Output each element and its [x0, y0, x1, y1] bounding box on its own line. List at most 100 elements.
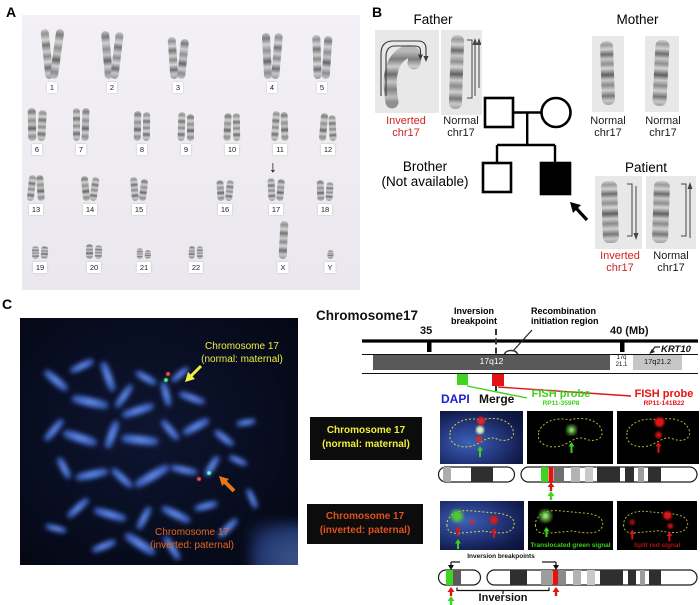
red-arrow-icon: [655, 441, 662, 453]
red-probe-marker: [492, 374, 504, 386]
red-fish-signal: [197, 477, 201, 481]
green-fish-signal: [207, 471, 211, 475]
dapi-chromosome-blob: [158, 380, 174, 408]
karyotype-group-15: 15: [129, 176, 149, 215]
chromosome-4-2: [271, 32, 283, 80]
karyotype-group-X: X: [277, 220, 289, 273]
chromosome-12-2: [328, 114, 337, 142]
chromosome-5-2: [321, 35, 333, 80]
dapi-chromosome-blob: [92, 504, 128, 524]
probe-connector-lines: [466, 385, 632, 399]
karyotype-label-7: 7: [75, 144, 87, 155]
karyotype-group-21: 21: [136, 247, 152, 273]
tick-35: [427, 342, 432, 352]
dapi-chromosome-blob: [41, 416, 67, 444]
chromosome-17-2: [276, 178, 285, 202]
karyotype-group-5: 5: [312, 34, 333, 93]
red-probe-band: [552, 570, 558, 585]
dapi-chromosome-blob: [133, 368, 159, 388]
dapi-chromosome-blob: [102, 418, 122, 450]
chromosome-drawing: [651, 180, 671, 244]
karyotype-label-5: 5: [316, 82, 328, 93]
row2-merge-panel: [440, 501, 524, 550]
karyotype-group-8: 8: [133, 110, 151, 155]
patient-inverted-chr17-image: [595, 176, 642, 249]
orientation-bracket-up-icon: [681, 182, 693, 238]
chromosome-18-2: [325, 181, 334, 202]
krt10-arrow-icon: [649, 346, 660, 354]
dapi-chromosome-blob: [120, 433, 160, 447]
karyotype-group-Y: Y: [324, 249, 336, 273]
dapi-chromosome-blob: [44, 521, 68, 535]
karyotype-group-20: 20: [86, 244, 103, 273]
chromosome-15-1: [129, 176, 140, 202]
chromosome-17-1: [267, 177, 276, 202]
chromosome-11-2: [280, 111, 289, 142]
dapi-chromosome-blob: [90, 537, 118, 555]
chromosome-16-2: [224, 179, 235, 202]
interphase-nucleus-blob: [250, 523, 298, 565]
karyotype-group-6: 6: [27, 107, 47, 155]
chromosome-8-2: [142, 111, 151, 142]
karyotype-group-16: 16: [216, 179, 235, 215]
dapi-chromosome-blob: [193, 499, 219, 513]
karyotype-label-16: 16: [217, 204, 233, 215]
row2-green-panel: Translocated green signal: [528, 501, 613, 550]
chromosome-13-1: [26, 174, 37, 202]
chromosome-5-1: [312, 34, 322, 80]
inversion-bracket: [456, 587, 550, 594]
yellow-arrow-icon: [185, 364, 203, 382]
gene-label-krt10: KRT10: [661, 344, 691, 355]
dapi-chromosome-blob: [61, 427, 99, 449]
mb-scale-axis: [362, 339, 698, 352]
chromosome-18-1: [316, 179, 325, 202]
chromosome-9-1: [177, 111, 186, 142]
chr17-arrow-icon: ↓: [269, 159, 277, 176]
panel-a-label: A: [6, 4, 17, 20]
dapi-chromosome-blob: [108, 465, 136, 491]
karyotype-group-13: 13: [26, 174, 45, 215]
green-fish-signal: [164, 378, 168, 382]
mother-chr17-image-1: [592, 36, 624, 112]
chromosome-3-2: [176, 38, 190, 80]
karyotype-group-12: 12: [318, 112, 337, 155]
green-probe-band: [541, 467, 548, 482]
karyotype-group-19: 19: [31, 245, 49, 273]
chromosome-9-2: [187, 114, 194, 141]
dapi-chromosome-blob: [177, 389, 207, 407]
karyotype-label-21: 21: [136, 262, 152, 273]
breakpoint-down-arrow: [553, 565, 559, 570]
chromosome-8-1: [133, 110, 142, 142]
merge-label: Merge: [479, 392, 515, 406]
red-arrow-icon: [552, 587, 560, 596]
tick-label-40: 40 (Mb): [610, 325, 649, 337]
dapi-chromosome-blob: [158, 417, 182, 443]
karyotype-group-3: 3: [167, 36, 190, 93]
fish-inverted-annotation: Chromosome 17(inverted: paternal): [150, 527, 234, 551]
fish-normal-annotation: Chromosome 17(normal: maternal): [201, 341, 283, 365]
karyotype-group-7: 7: [73, 107, 90, 155]
father-normal-chr17-image: [441, 30, 482, 115]
panel-c-label: C: [2, 296, 13, 312]
chromosome-7-2: [81, 107, 90, 142]
karyotype-label-12: 12: [320, 144, 336, 155]
karyotype-group-1: 1: [40, 28, 65, 93]
dapi-chromosome-blob: [120, 400, 156, 420]
karyotype-label-15: 15: [131, 204, 147, 215]
tick-40: [620, 342, 625, 352]
karyotype-label-8: 8: [136, 144, 148, 155]
red-arrow-icon: [547, 482, 555, 491]
chromosome-Y: [326, 249, 334, 260]
chromosome-12-1: [318, 112, 329, 142]
row1-red-panel: [617, 411, 699, 464]
band-17q12: 17q12: [373, 355, 610, 370]
dapi-label: DAPI: [441, 392, 470, 406]
karyotype-label-17: 17: [268, 204, 284, 215]
green-arrow-icon: [543, 527, 550, 537]
orientation-bracket-down-icon: [627, 183, 639, 240]
red-fish-signal: [166, 372, 170, 376]
karyotype-group-14: 14: [80, 175, 100, 215]
